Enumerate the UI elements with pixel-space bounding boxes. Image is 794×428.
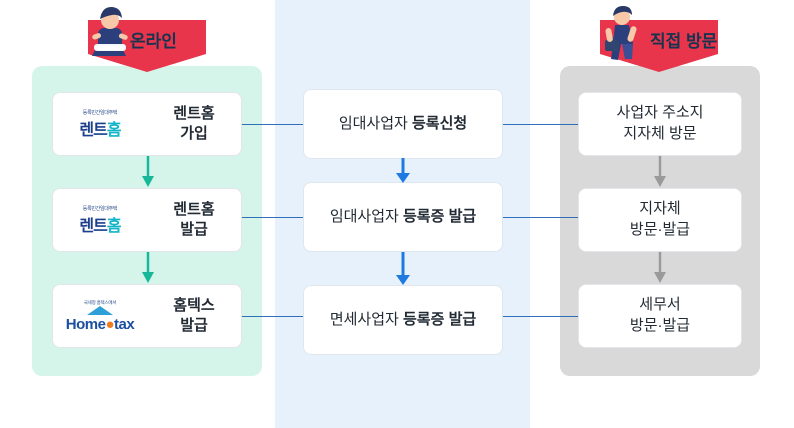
connector-left3-mid3	[242, 316, 303, 317]
renthome-logo-text-2: 홈	[106, 121, 122, 139]
person-laptop-illustration	[92, 7, 128, 56]
connector-mid1-right1	[503, 124, 578, 125]
middle-arrow-1-to-2	[396, 158, 410, 183]
middle-card-2[interactable]: 임대사업자 등록증 발급	[303, 182, 503, 252]
left-card-1-label: 렌트홈 가입	[173, 104, 215, 142]
middle-card-2-label: 임대사업자 등록증 발급	[329, 207, 477, 225]
right-arrow-2-to-3	[654, 252, 666, 283]
online-column-title: 온라인	[130, 32, 177, 51]
left-card-2-label: 렌트홈 발급	[173, 200, 215, 238]
left-card-3-label: 홈텍스 발급	[173, 296, 215, 334]
hometax-logo-text-1: Home	[65, 315, 106, 333]
left-card-3[interactable]: 국세청 홈택스에서 Home●tax 홈텍스 발급	[52, 284, 242, 348]
left-arrow-1-to-2	[142, 156, 154, 187]
house-roof-icon	[87, 305, 113, 315]
middle-arrow-2-to-3	[396, 252, 410, 285]
renthome-logo-text-1: 렌트	[79, 121, 107, 139]
left-card-1[interactable]: 등록민간임대주택 렌트홈 렌트홈 가입	[52, 92, 242, 156]
person-walking-briefcase-illustration	[605, 6, 637, 60]
connector-left2-mid2	[242, 217, 303, 218]
renthome-logo: 등록민간임대주택 렌트홈	[79, 109, 122, 139]
middle-card-3[interactable]: 면세사업자 등록증 발급	[303, 285, 503, 355]
left-arrow-2-to-3	[142, 252, 154, 283]
hometax-logo-text-2: tax	[114, 315, 135, 333]
connector-mid2-right2	[503, 217, 578, 218]
middle-card-1-label: 임대사업자 등록신청	[338, 114, 468, 132]
connector-left1-mid1	[242, 124, 303, 125]
middle-card-1[interactable]: 임대사업자 등록신청	[303, 89, 503, 159]
renthome-logo-text-2: 홈	[106, 217, 122, 235]
renthome-logo: 등록민간임대주택 렌트홈	[79, 205, 122, 235]
right-arrow-1-to-2	[654, 156, 666, 187]
middle-card-3-label: 면세사업자 등록증 발급	[329, 310, 477, 328]
renthome-logo-text-1: 렌트	[79, 217, 107, 235]
visit-column-title: 직접 방문	[650, 32, 718, 51]
hometax-logo-dot: ●	[105, 315, 115, 333]
connector-mid3-right3	[503, 316, 578, 317]
left-card-2[interactable]: 등록민간임대주택 렌트홈 렌트홈 발급	[52, 188, 242, 252]
hometax-logo: 국세청 홈택스에서 Home●tax	[65, 299, 135, 333]
